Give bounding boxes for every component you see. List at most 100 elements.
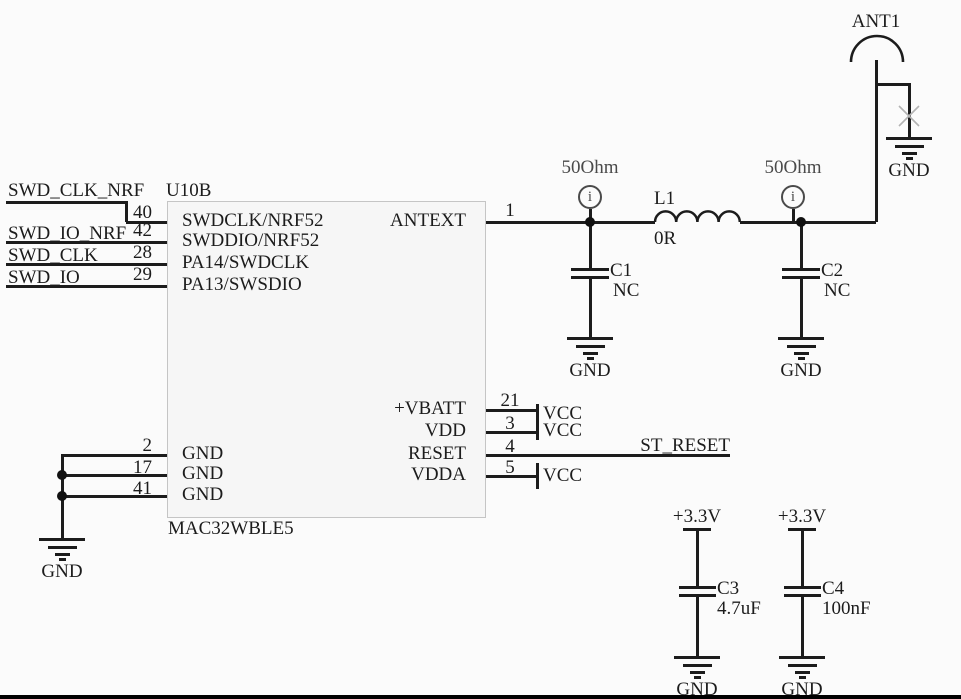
wire[interactable] [908,83,911,137]
ic-pin-label: +VBATT [394,398,466,419]
p3v3-label: +3.3V [777,506,827,527]
pin-number: 5 [505,457,515,478]
wire[interactable] [876,83,909,86]
gnd-symbol[interactable]: GND [877,137,941,181]
gnd-bar [905,157,913,160]
ic-pin-label: PA13/SWSDIO [182,274,302,295]
wire[interactable] [800,279,803,337]
capacitor-value: NC [824,280,851,301]
wire[interactable] [6,201,126,204]
wire[interactable] [589,209,592,222]
wire[interactable] [486,475,537,478]
ic-pin-label: SWDDIO/NRF52 [182,230,320,251]
junction-dot [585,217,595,227]
net-label-swd-io[interactable]: SWD_IO [8,267,80,288]
gnd-bar [47,546,77,549]
gnd-bar [582,352,598,355]
gnd-label: GND [781,678,823,699]
capacitor-refdes: C2 [821,260,844,281]
gnd-bar [586,357,594,360]
pin-number: 42 [133,220,152,241]
net-label-swd-io-nrf[interactable]: SWD_IO_NRF [8,223,127,244]
net-label-swd-clk[interactable]: SWD_CLK [8,245,98,266]
ic-pin-label: GND [182,443,224,464]
ic-pin-label: SWDCLK/NRF52 [182,210,324,231]
wire[interactable] [6,263,167,266]
wire[interactable] [486,409,537,412]
gnd-bar [682,664,712,667]
probe-i-glyph: i [790,189,796,205]
net-label-st-reset[interactable]: ST_RESET [640,435,730,456]
gnd-bar [797,357,805,360]
capacitor-refdes: C1 [610,260,633,281]
wire[interactable] [589,221,592,268]
gnd-bar [894,145,924,148]
gnd-bar [886,137,932,140]
wire[interactable] [801,531,804,586]
gnd-bar [901,152,917,155]
gnd-symbol[interactable]: GND [769,337,833,381]
gnd-symbol[interactable]: GND [30,538,94,582]
power-bar [683,528,711,531]
wire[interactable] [486,221,655,224]
gnd-label: GND [676,678,718,699]
inductor-value: 0R [654,228,677,249]
pin-number: 28 [133,242,152,263]
ic-part-number: MAC32WBLE5 [168,518,294,539]
gnd-label: GND [888,159,930,181]
wire[interactable] [801,597,804,656]
gnd-bar [674,656,720,659]
wire[interactable] [875,60,878,222]
capacitor-plate [782,276,820,279]
gnd-symbol[interactable]: GND [770,656,834,699]
antenna-icon [849,34,905,63]
wire[interactable] [696,531,699,586]
wire[interactable] [740,221,876,224]
wire[interactable] [486,454,730,457]
gnd-label: GND [41,560,83,582]
wire[interactable] [589,279,592,337]
gnd-bar [794,671,810,674]
pin-number: 29 [133,264,152,285]
gnd-symbol[interactable]: GND [665,656,729,699]
pin-number: 17 [133,457,152,478]
wire[interactable] [62,454,167,457]
wire[interactable] [125,201,128,222]
wire[interactable] [6,285,167,288]
junction-dot [57,491,67,501]
capacitor-value: 4.7uF [717,598,761,619]
wire[interactable] [6,241,167,244]
wire[interactable] [800,221,803,268]
capacitor-refdes: C4 [822,578,845,599]
vcc-bar [536,404,539,440]
ic-pin-label: RESET [407,443,466,464]
gnd-label: GND [569,359,611,381]
testpoint-circle: i [578,185,602,209]
wire[interactable] [792,209,795,222]
pin-number: 21 [500,390,520,411]
wire[interactable] [62,495,167,498]
gnd-bar [54,553,70,556]
wire[interactable] [62,474,167,477]
wire[interactable] [696,597,699,656]
gnd-bar [798,676,806,679]
pin-number: 4 [505,436,515,457]
gnd-bar [778,337,824,340]
wire[interactable] [486,431,537,434]
no-connect-icon [898,105,920,127]
capacitor-plate [571,268,609,271]
wire[interactable] [126,221,167,224]
gnd-bar [693,676,701,679]
capacitor-plate [784,594,821,597]
gnd-bar [39,538,85,541]
ic-body-u10b[interactable] [167,201,486,518]
pin-number: 3 [505,413,515,434]
antenna-refdes: ANT1 [851,11,901,32]
gnd-symbol[interactable]: GND [558,337,622,381]
power-bar [788,528,816,531]
gnd-bar [793,352,809,355]
gnd-bar [575,345,605,348]
gnd-bar [787,664,817,667]
net-label-swd-clk-nrf[interactable]: SWD_CLK_NRF [8,180,145,201]
pin-number: 2 [142,435,153,456]
